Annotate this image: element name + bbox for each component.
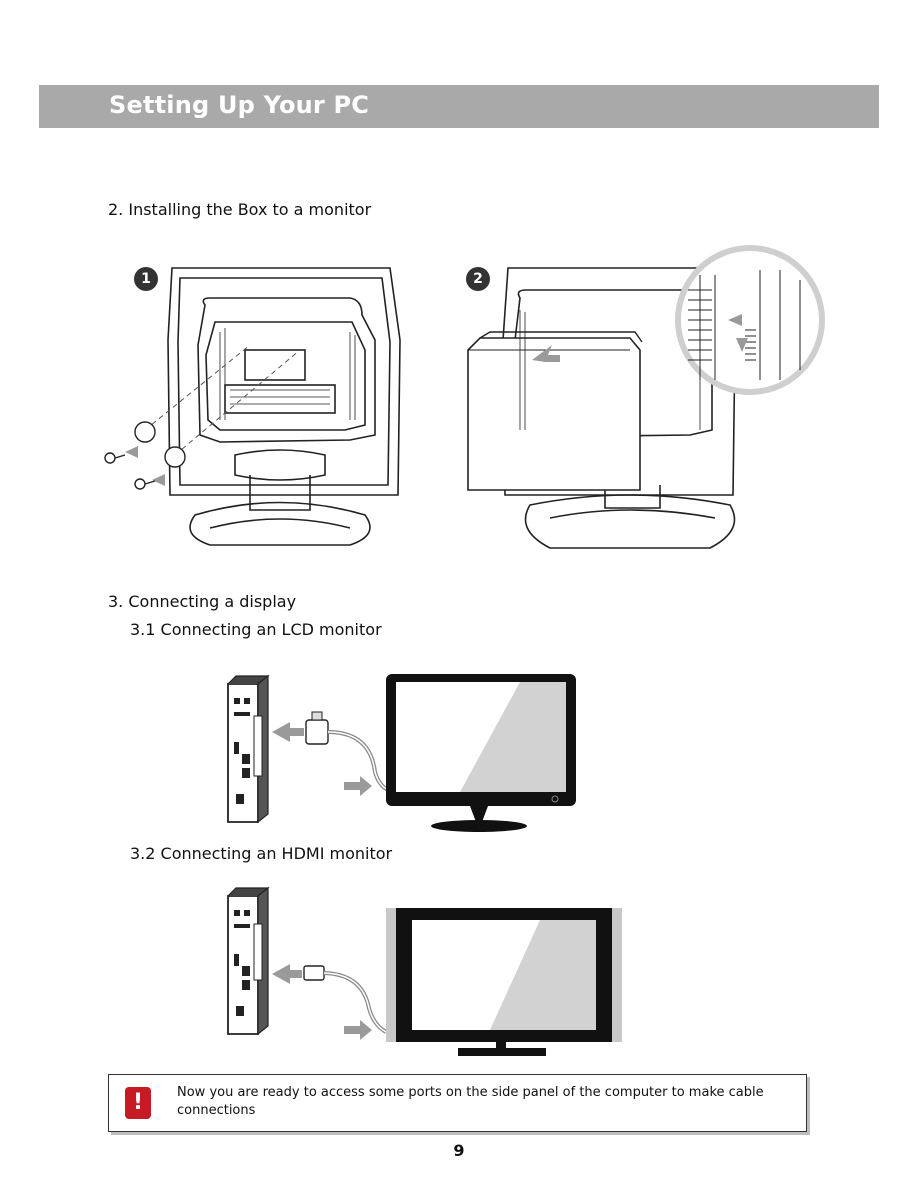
page-title: Setting Up Your PC xyxy=(109,91,370,119)
subheading-lcd: 3.1 Connecting an LCD monitor xyxy=(130,620,382,639)
note-box: ! Now you are ready to access some ports… xyxy=(108,1074,807,1132)
exclamation-icon: ! xyxy=(125,1087,151,1119)
box-mounted-illustration xyxy=(467,245,825,549)
hdmi-connection-illustration xyxy=(227,886,622,1056)
subheading-hdmi: 3.2 Connecting an HDMI monitor xyxy=(130,844,393,863)
header-bar: Setting Up Your PC xyxy=(39,85,879,128)
section-heading-connecting: 3. Connecting a display xyxy=(108,592,297,611)
page-number: 9 xyxy=(453,1141,465,1160)
section-heading-installing: 2. Installing the Box to a monitor xyxy=(108,200,372,219)
step-badge-2: 2 xyxy=(466,267,490,291)
monitor-back-illustration xyxy=(104,267,401,546)
lcd-connection-illustration xyxy=(227,674,576,832)
step-badge-1: 1 xyxy=(134,267,158,291)
note-text: Now you are ready to access some ports o… xyxy=(177,1085,764,1118)
